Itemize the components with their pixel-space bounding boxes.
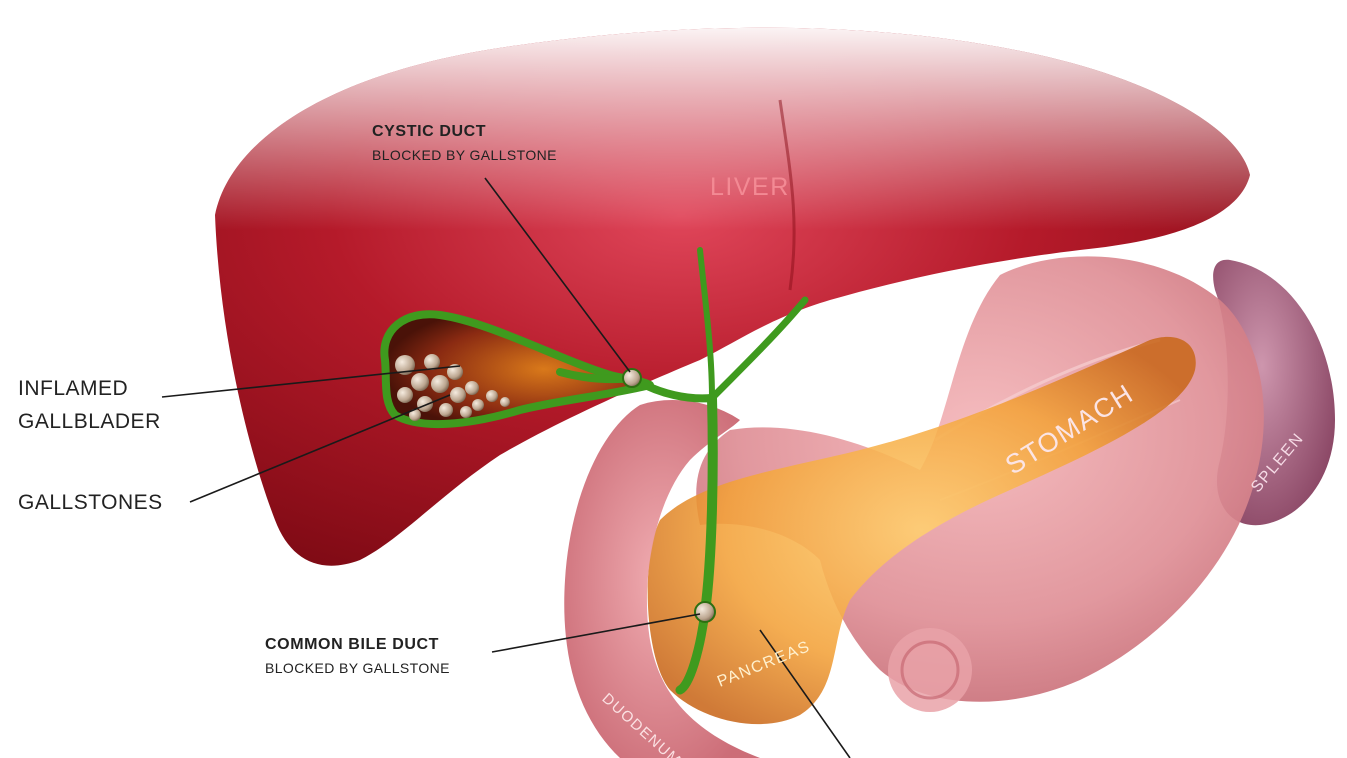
inflamed-gallbladder-line2: GALLBLADER [18, 410, 161, 434]
cystic-duct-leader [484, 177, 631, 373]
common-bile-duct-blockage-stone [694, 601, 716, 623]
cystic-duct-title: CYSTIC DUCT [372, 123, 487, 140]
pancreas-leader [759, 629, 851, 758]
common-bile-duct-callout: COMMON BILE DUCT BLOCKED BY GALLSTONE [265, 635, 450, 677]
gallstones-callout: GALLSTONES [18, 491, 163, 514]
leader-lines [161, 177, 851, 758]
inflamed-gallbladder-line1: INFLAMED [18, 377, 129, 400]
common-bile-duct-subtitle: BLOCKED BY GALLSTONE [265, 660, 450, 677]
gallbladder-leader [161, 365, 461, 398]
liver-shape [215, 27, 1250, 566]
liver-label: LIVER [710, 173, 790, 201]
cystic-duct-blockage-stone [622, 368, 642, 388]
common-bile-duct-title: COMMON BILE DUCT [265, 636, 440, 653]
gallstones-leader [189, 394, 451, 503]
cystic-duct-callout: CYSTIC DUCT BLOCKED BY GALLSTONE [372, 122, 557, 164]
gallstones-cluster [395, 354, 510, 421]
cystic-duct-subtitle: BLOCKED BY GALLSTONE [372, 147, 557, 164]
inflamed-gallbladder-callout: INFLAMED GALLBLADER [18, 376, 161, 434]
common-bile-duct-leader [491, 613, 701, 653]
pancreas-shape [647, 336, 1196, 725]
duodenum-shape [564, 400, 972, 758]
